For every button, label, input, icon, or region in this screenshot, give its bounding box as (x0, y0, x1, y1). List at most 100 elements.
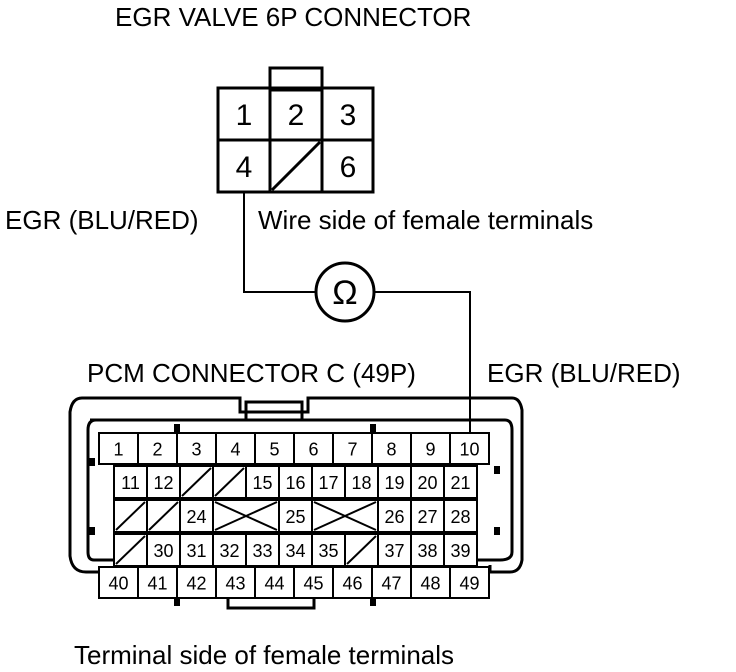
blank-pin-cross (214, 501, 278, 531)
egr-side-label: Wire side of female terminals (258, 205, 593, 235)
pcm-pin-cell: 2 (137, 432, 178, 465)
pcm-pin-cell: 19 (377, 465, 412, 499)
pcm-pin-cell (179, 465, 214, 499)
pcm-pin-cell: 21 (443, 465, 478, 499)
pcm-pin-cell: 37 (377, 533, 412, 567)
pcm-pin-label: 12 (153, 473, 173, 493)
ohm-symbol: Ω (332, 274, 357, 312)
pcm-pin-label: 15 (252, 473, 272, 493)
pcm-pin-label: 45 (303, 574, 323, 594)
pcm-pin-label: 32 (219, 541, 239, 561)
pcm-pin-cell: 15 (245, 465, 280, 499)
egr-pin-label: 3 (340, 99, 357, 132)
pcm-pin-label: 27 (417, 507, 437, 527)
pcm-pin-label: 4 (230, 440, 240, 460)
lead-from-pin4 (243, 192, 316, 293)
pcm-pin-label: 7 (347, 440, 357, 460)
pcm-pin-cell: 39 (443, 533, 478, 567)
pcm-pin-label: 37 (384, 541, 404, 561)
pcm-pin-label: 28 (450, 507, 470, 527)
pcm-pin-cell: 35 (311, 533, 346, 567)
pcm-pin-label: 34 (285, 541, 305, 561)
pcm-pin-cell: 10 (449, 432, 490, 465)
blank-pin-slash (148, 501, 179, 531)
pcm-pin-cell: 24 (179, 499, 214, 533)
blank-pin-slash (115, 535, 146, 565)
pcm-pin-label: 38 (417, 541, 437, 561)
pcm-pin-cell: 41 (137, 566, 178, 599)
ohmmeter-icon: Ω (314, 261, 376, 323)
pcm-connector-title: PCM CONNECTOR C (49P) (87, 358, 416, 388)
pcm-pin-label: 10 (459, 440, 479, 460)
pcm-pin-cell: 11 (113, 465, 148, 499)
pcm-pin-label: 41 (147, 574, 167, 594)
pcm-pin-cell: 34 (278, 533, 313, 567)
pcm-pin-label: 5 (269, 440, 279, 460)
egr-connector-title: EGR VALVE 6P CONNECTOR (115, 2, 471, 32)
pcm-pin-label: 17 (318, 473, 338, 493)
egr-pin-label: 2 (288, 99, 305, 132)
pcm-pin-label: 2 (152, 440, 162, 460)
pcm-pin-label: 31 (186, 541, 206, 561)
pcm-pin-cell: 31 (179, 533, 214, 567)
pcm-pin-label: 35 (318, 541, 338, 561)
egr-pin-label: 6 (340, 151, 357, 184)
pcm-pin-cell: 47 (371, 566, 412, 599)
pcm-pin-label: 33 (252, 541, 272, 561)
pcm-pin-cell: 12 (146, 465, 181, 499)
pcm-pin-cell: 42 (176, 566, 217, 599)
pcm-pin-label: 8 (386, 440, 396, 460)
pcm-pin-cell: 25 (278, 499, 313, 533)
pcm-pin-label: 11 (121, 473, 140, 493)
pcm-pin-label: 3 (191, 440, 201, 460)
pcm-pin-label: 24 (186, 507, 206, 527)
pcm-pin-cell: 18 (344, 465, 379, 499)
pcm-pin-label: 6 (308, 440, 318, 460)
egr-pin-label: 1 (236, 99, 253, 132)
pcm-housing-outline (68, 396, 524, 574)
pcm-pin-cell: 4 (215, 432, 256, 465)
blank-pin-cross (313, 501, 377, 531)
pcm-pin-cell: 7 (332, 432, 373, 465)
pcm-pin-label: 49 (459, 574, 479, 594)
pcm-pin-cell: 9 (410, 432, 451, 465)
pcm-pin-cell: 28 (443, 499, 478, 533)
pcm-pin-label: 18 (351, 473, 371, 493)
pcm-pin-label: 42 (186, 574, 206, 594)
pcm-pin-cell: 43 (215, 566, 256, 599)
blank-pin-slash (115, 501, 146, 531)
pcm-pin-cell: 44 (254, 566, 295, 599)
pcm-pin-cell: 30 (146, 533, 181, 567)
pcm-side-label: Terminal side of female terminals (74, 640, 454, 670)
pcm-pin-label: 26 (384, 507, 404, 527)
blank-pin-slash (214, 467, 245, 497)
pcm-pin-cell: 27 (410, 499, 445, 533)
pcm-pin-cell: 6 (293, 432, 334, 465)
pcm-pin-label: 20 (417, 473, 437, 493)
pcm-pin-cell: 3 (176, 432, 217, 465)
pcm-pin-cell (113, 499, 148, 533)
pcm-wire-label-right: EGR (BLU/RED) (487, 358, 681, 388)
pcm-pin-cell: 1 (98, 432, 139, 465)
pcm-pin-label: 44 (264, 574, 284, 594)
pcm-pin-cell (146, 499, 181, 533)
blank-pin-slash (181, 467, 212, 497)
pcm-pin-label: 40 (108, 574, 128, 594)
blank-pin-slash (270, 140, 322, 192)
egr-pin-label: 4 (236, 151, 253, 184)
blank-pin-slash (346, 535, 377, 565)
pcm-pin-cell (212, 465, 247, 499)
pcm-pin-cell: 33 (245, 533, 280, 567)
pcm-pin-label: 25 (285, 507, 305, 527)
pcm-pin-cell: 5 (254, 432, 295, 465)
pcm-pin-cell (344, 533, 379, 567)
egr-6p-connector: 1 2 3 4 6 (216, 66, 375, 194)
pcm-pin-cell (113, 533, 148, 567)
pcm-pin-label: 30 (153, 541, 173, 561)
pcm-pin-cell: 26 (377, 499, 412, 533)
pcm-pin-label: 43 (225, 574, 245, 594)
